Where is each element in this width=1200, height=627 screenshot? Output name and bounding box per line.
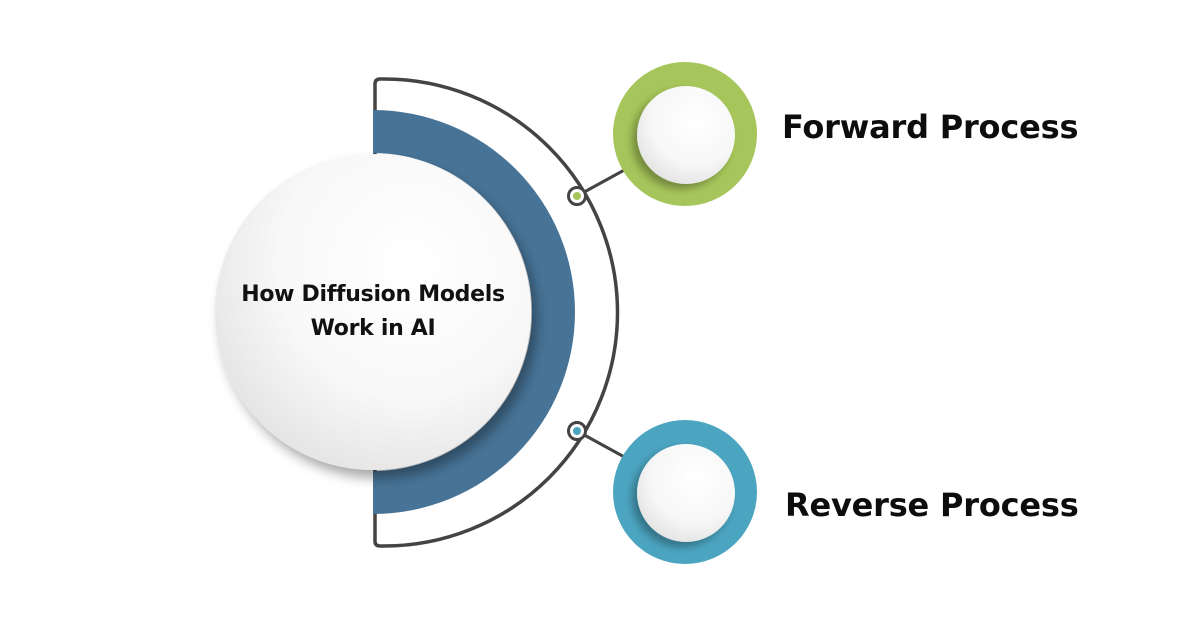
outer-bracket-arc (373, 77, 620, 548)
step-ring-forward (613, 62, 757, 206)
diagram-title-line-1: How Diffusion Models (241, 282, 505, 307)
node-dot-forward (573, 192, 581, 200)
node-dot-reverse (573, 427, 581, 435)
arc-node-reverse (567, 421, 587, 441)
step-label-forward: Forward Process (782, 108, 1079, 146)
ring-inner-ball-forward (637, 86, 735, 184)
step-label-reverse: Reverse Process (785, 486, 1079, 524)
arc-node-forward (567, 186, 587, 206)
title-circle (215, 154, 531, 470)
diagram-title-line-2: Work in AI (310, 316, 436, 341)
half-ring-band (373, 110, 575, 514)
diagram-title: How Diffusion Models Work in AI (215, 278, 531, 346)
step-ring-reverse (613, 420, 757, 564)
ring-inner-ball-reverse (637, 444, 735, 542)
